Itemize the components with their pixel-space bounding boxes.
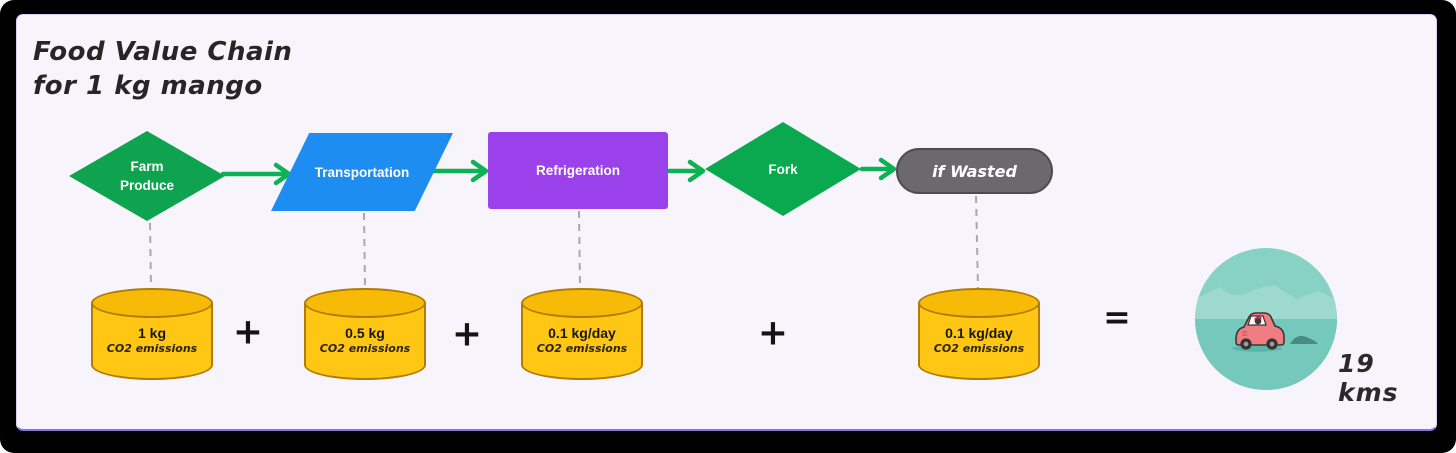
cylinder-top — [521, 288, 643, 318]
dashed-connector — [363, 212, 366, 289]
car-icon — [1232, 312, 1285, 352]
node-label: Refrigeration — [535, 163, 620, 178]
node-transportation: Transportation — [271, 133, 453, 211]
node-label: Transportation — [314, 164, 410, 180]
plus-operator-2: + — [451, 313, 483, 355]
diagram-canvas: Food Value Chain for 1 kg mango — [16, 14, 1437, 431]
title-line1: Food Value Chain — [33, 37, 293, 67]
plus-operator-3: + — [757, 312, 789, 354]
cylinder-top — [91, 288, 213, 318]
node-refrigeration: Refrigeration — [488, 132, 668, 209]
node-if-wasted: if Wasted — [896, 148, 1053, 194]
dashed-connector — [578, 210, 581, 289]
node-label: Fork — [768, 161, 798, 177]
emission-cylinder-wasted: 0.1 kg/day CO2 emissions — [918, 288, 1040, 380]
plus-operator-1: + — [232, 311, 264, 353]
node-fork: Fork — [705, 122, 861, 216]
node-farm-produce: Farm Produce — [69, 131, 225, 221]
flow-arrowhead-icon — [878, 157, 897, 181]
cylinder-body — [918, 303, 1040, 380]
distance-label: 19 kms — [1338, 349, 1399, 407]
diagram-title: Food Value Chain for 1 kg mango — [33, 35, 292, 103]
emission-unit: CO2 emissions — [536, 342, 628, 355]
title-line2: for 1 kg mango — [33, 71, 263, 101]
emission-unit: CO2 emissions — [319, 342, 411, 355]
emission-amount: 0.5 kg — [345, 325, 385, 341]
emission-amount: 1 kg — [137, 325, 166, 341]
flow-arrowhead-icon — [470, 159, 489, 183]
dashed-connector — [149, 222, 152, 289]
node-label: if Wasted — [932, 161, 1017, 181]
cylinder-top — [304, 288, 426, 318]
equals-operator: = — [1103, 297, 1131, 337]
node-label: Farm Produce — [119, 159, 174, 193]
dashed-connector — [975, 195, 979, 289]
rock — [1290, 335, 1318, 344]
emission-cylinder-transport: 0.5 kg CO2 emissions — [304, 288, 426, 380]
distance-illustration — [1195, 248, 1337, 390]
emission-cylinder-farm: 1 kg CO2 emissions — [91, 288, 213, 380]
cylinder-top — [918, 288, 1040, 318]
emission-amount: 0.1 kg/day — [945, 325, 1013, 341]
flow-arrowhead-icon — [687, 159, 706, 183]
emission-cylinder-refrigeration: 0.1 kg/day CO2 emissions — [521, 288, 643, 380]
emission-amount: 0.1 kg/day — [548, 325, 616, 341]
emission-unit: CO2 emissions — [933, 342, 1025, 355]
emission-unit: CO2 emissions — [106, 342, 198, 355]
cylinder-body — [304, 303, 426, 380]
